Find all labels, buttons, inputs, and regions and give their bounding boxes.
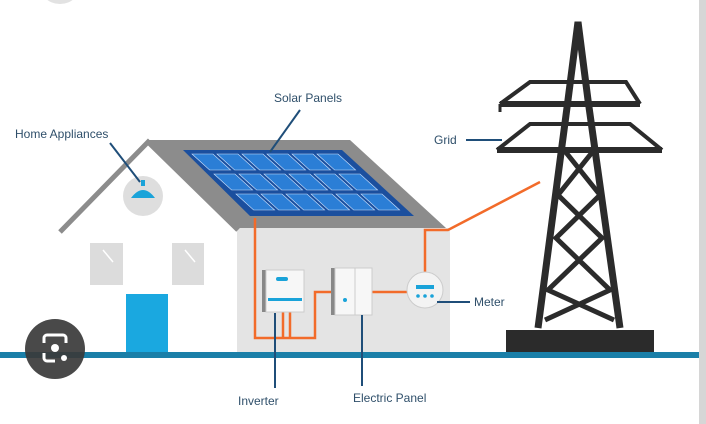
window-glare [102,249,114,263]
solar-cell [235,193,276,211]
solar-cell [313,173,354,191]
lens-camera-icon [42,333,68,363]
partial-circle [47,0,73,4]
solar-cell [191,153,232,171]
solar-cell [335,193,376,211]
solar-cell [338,173,379,191]
label-grid: Grid [434,133,457,147]
solar-cell [316,153,357,171]
solar-cell [213,173,254,191]
window-left [90,243,123,285]
electric-panel [331,267,373,316]
door [126,294,168,355]
solar-cell [288,173,329,191]
gable-edge [58,138,240,234]
lamp-icon [131,190,155,198]
solar-cell [238,173,279,191]
solar-cell [360,193,401,211]
lens-search-button[interactable] [25,319,85,379]
solar-cell [263,173,304,191]
window-glare [184,249,196,263]
solar-cell [241,153,282,171]
inverter [262,269,305,313]
house-gable-wall [62,142,237,355]
label-solar-panels: Solar Panels [274,91,342,105]
solar-cell [260,193,301,211]
meter [406,271,444,309]
solar-cell [216,153,257,171]
label-meter: Meter [474,295,505,309]
right-edge [699,0,706,424]
solar-cell [266,153,307,171]
label-home-appliances: Home Appliances [15,127,108,141]
lamp-stem [141,180,145,186]
leader-lines [109,109,502,388]
solar-cells [191,153,401,211]
window-right [172,243,204,285]
label-electric-panel: Electric Panel [353,391,426,405]
ground-line [0,352,699,358]
solar-cell [291,153,332,171]
transmission-tower [495,21,664,355]
solar-cell [310,193,351,211]
solar-cell [285,193,326,211]
wiring [253,180,541,340]
label-inverter: Inverter [238,394,279,408]
house [58,138,450,355]
